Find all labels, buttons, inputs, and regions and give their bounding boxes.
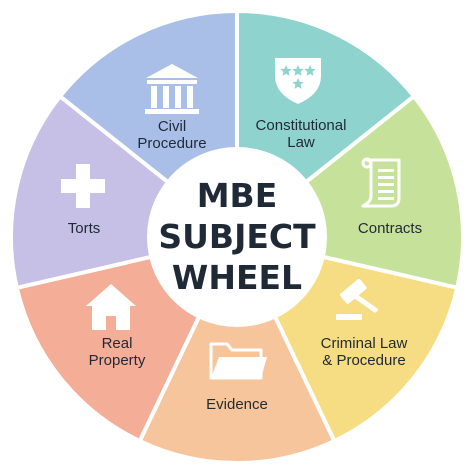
courthouse-icon (145, 64, 199, 114)
segment-label: Contracts (358, 220, 422, 237)
shield-stars-icon (275, 58, 321, 104)
folder-icon (209, 342, 267, 380)
center-hub (147, 147, 327, 327)
house-icon (86, 284, 136, 330)
segment-label: Torts (68, 220, 101, 237)
scroll-icon (361, 157, 401, 208)
segment-label: Evidence (206, 396, 268, 413)
cross-icon (61, 164, 105, 208)
segment-label: Criminal Law& Procedure (321, 335, 408, 369)
gavel-icon (336, 278, 378, 320)
